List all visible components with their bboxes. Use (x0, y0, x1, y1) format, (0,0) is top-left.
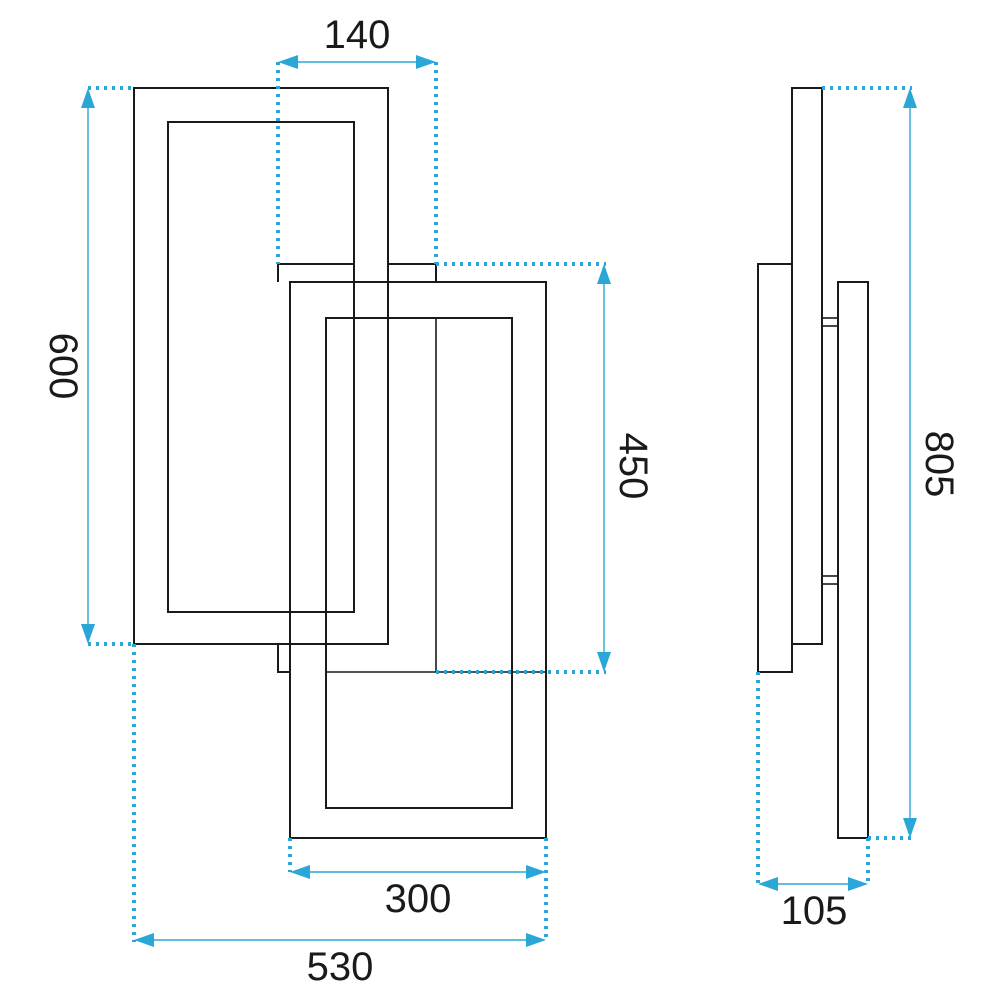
dim-105-arrow-right (848, 877, 868, 891)
dim-140-label: 140 (324, 13, 391, 57)
dim-450-arrow-top (597, 264, 611, 284)
dim-600-arrow-top (81, 88, 95, 108)
dim-105-arrow-left (758, 877, 778, 891)
lower-frame-inner (325, 317, 513, 809)
dim-300-label: 300 (385, 877, 452, 921)
dim-530-label: 530 (307, 945, 374, 989)
dim-140-arrow-right (416, 55, 436, 69)
side-rear-panel (791, 87, 823, 645)
side-left-panel (757, 263, 793, 673)
dim-105-label: 105 (781, 889, 848, 933)
dim-805-label: 805 (917, 431, 961, 498)
side-right-panel (837, 281, 869, 839)
connector-bracket (277, 263, 437, 673)
dim-450-arrow-bottom (597, 652, 611, 672)
dim-530-arrow-left (134, 933, 154, 947)
dim-805-arrow-top (903, 88, 917, 108)
upper-frame-outer (133, 87, 389, 645)
side-view: 805 105 (756, 86, 961, 933)
dim-300-arrow-left (290, 865, 310, 879)
dim-530-arrow-right (526, 933, 546, 947)
side-connector-bottom (821, 575, 839, 585)
dim-805-arrow-bottom (903, 818, 917, 838)
front-view: 140 600 450 300 530 (41, 13, 655, 989)
dim-600-label: 600 (41, 333, 85, 400)
dim-600-arrow-bottom (81, 624, 95, 644)
dim-300-arrow-right (526, 865, 546, 879)
dim-140-arrow-left (278, 55, 298, 69)
overlap-lines (326, 318, 546, 673)
dim-450-label: 450 (611, 433, 655, 500)
side-connector-top (821, 317, 839, 327)
lower-frame-outer (289, 281, 547, 839)
